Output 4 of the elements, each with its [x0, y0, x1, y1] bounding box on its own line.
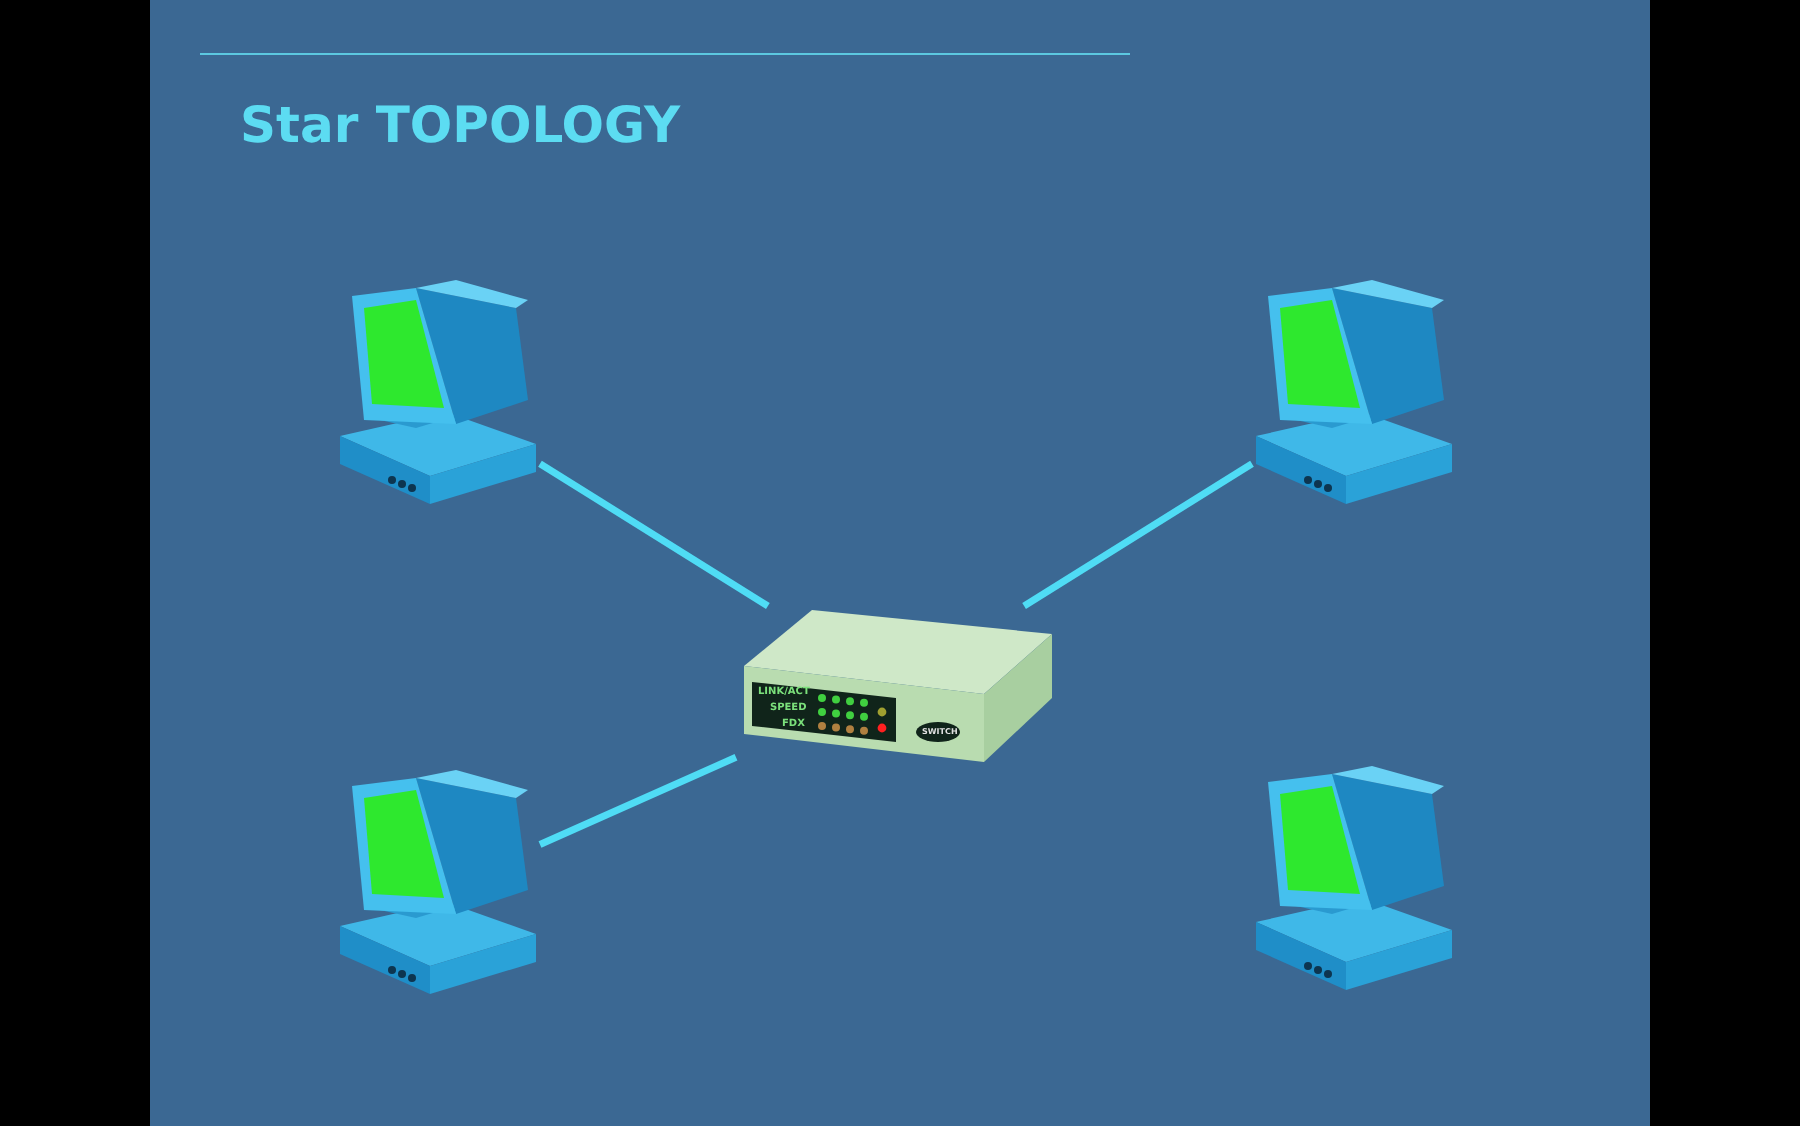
network-cable [1022, 460, 1254, 609]
network-cable [538, 754, 738, 848]
title: Star TOPOLOGY [240, 96, 681, 154]
network-cable [538, 460, 770, 609]
